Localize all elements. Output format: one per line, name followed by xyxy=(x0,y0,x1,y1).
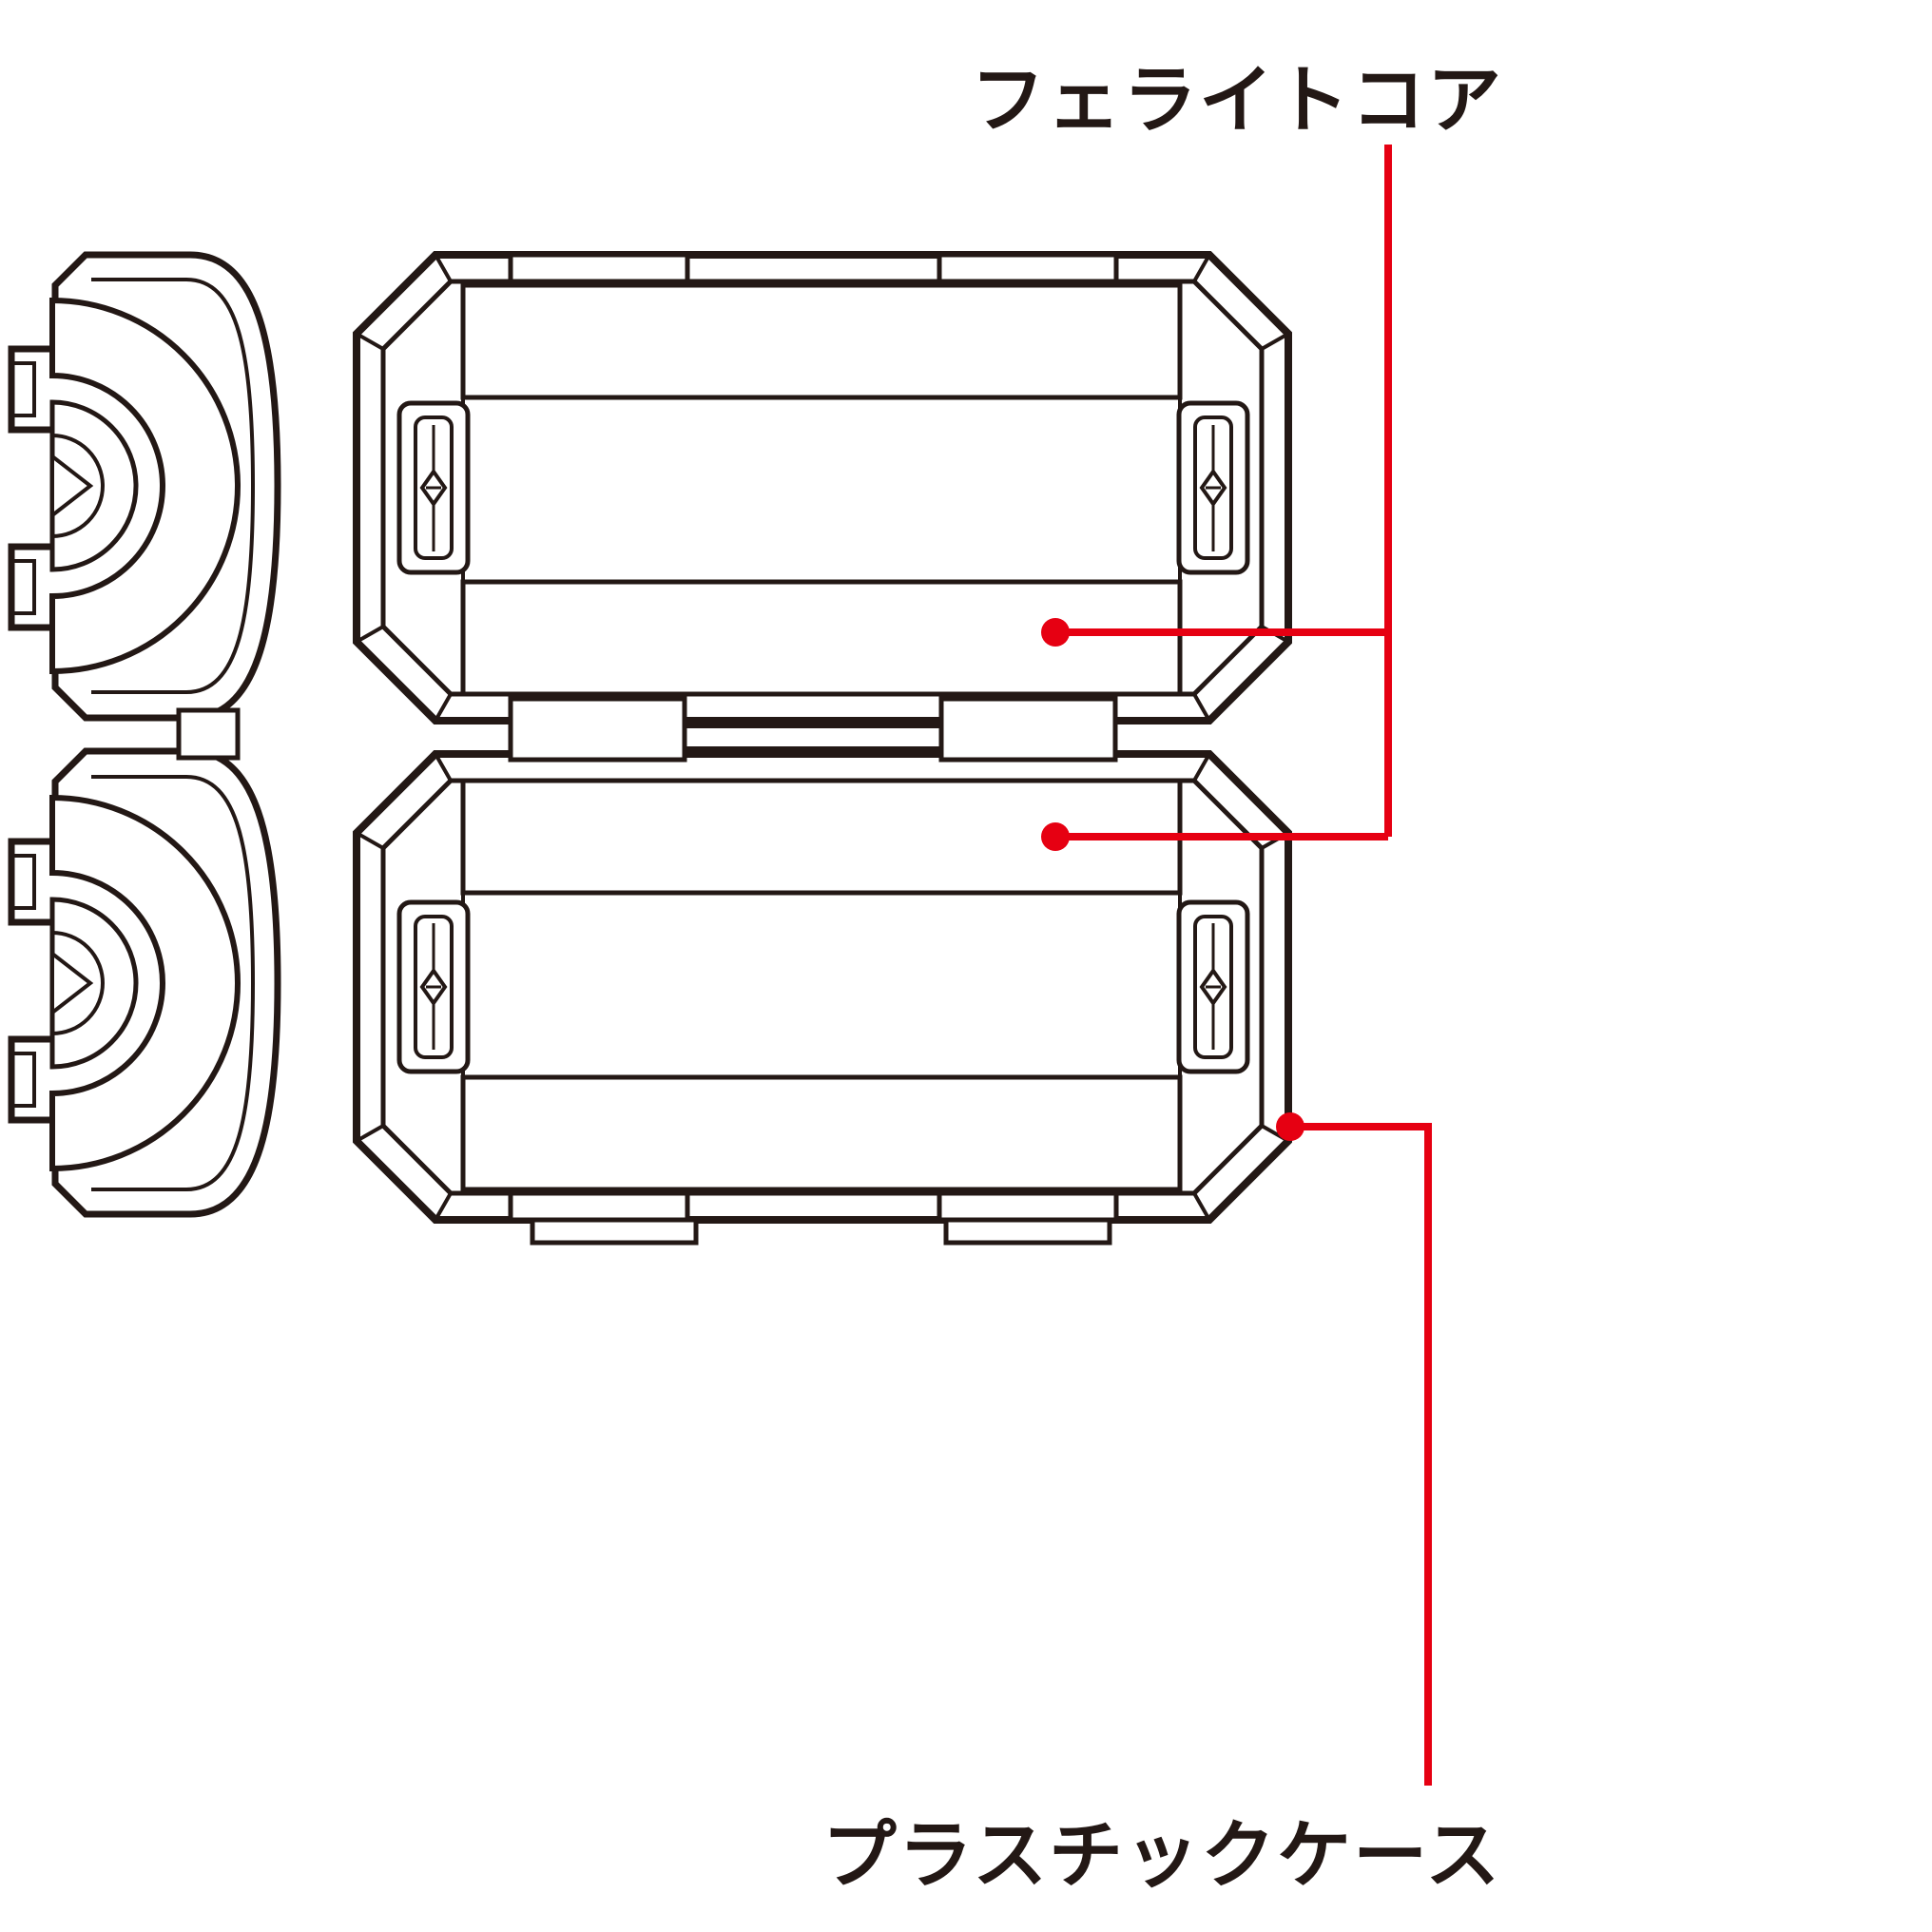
ferrite-core-band xyxy=(460,579,1183,697)
section-hinge-tab xyxy=(176,707,241,761)
case-bottom-bump-left xyxy=(530,1217,699,1246)
ferrite-callout-line xyxy=(1055,145,1392,840)
half-section-view-bottom xyxy=(11,751,278,1214)
latch-tab-detail-upper xyxy=(11,361,36,417)
hinge-tab-left xyxy=(508,696,687,763)
callout-dot-plastic-case xyxy=(1276,1112,1304,1141)
half-section-view-top xyxy=(8,251,281,722)
case-half-upper xyxy=(353,251,1292,724)
ferrite-core-band xyxy=(460,282,1183,400)
shell-inner-wall xyxy=(91,278,256,694)
callouts xyxy=(1041,145,1432,1786)
case-bottom-bump-right xyxy=(943,1217,1112,1246)
cable-channel-inner-arc xyxy=(51,434,105,538)
plastic-case-callout-line xyxy=(1290,1123,1432,1786)
case-hinge xyxy=(508,696,1118,763)
ferrite-core-label: フェライトコア xyxy=(971,58,1503,142)
plastic-case-label: プラスチックケース xyxy=(822,1813,1502,1897)
cable-channel xyxy=(49,399,139,572)
hinge-tab-right xyxy=(938,696,1118,763)
callout-dot-ferrite-lower xyxy=(1041,822,1070,851)
case-half-lower xyxy=(357,754,1288,1220)
ferrite-half-annulus xyxy=(49,297,241,675)
key-notch xyxy=(50,452,94,520)
case-edge-tab-right xyxy=(937,252,1119,284)
hinge-strap xyxy=(685,724,941,750)
latch-tab-detail-lower xyxy=(11,559,36,615)
callout-dot-ferrite-upper xyxy=(1041,618,1070,647)
case-edge-tab-left xyxy=(508,252,690,284)
case-outer-outline xyxy=(353,251,1292,724)
